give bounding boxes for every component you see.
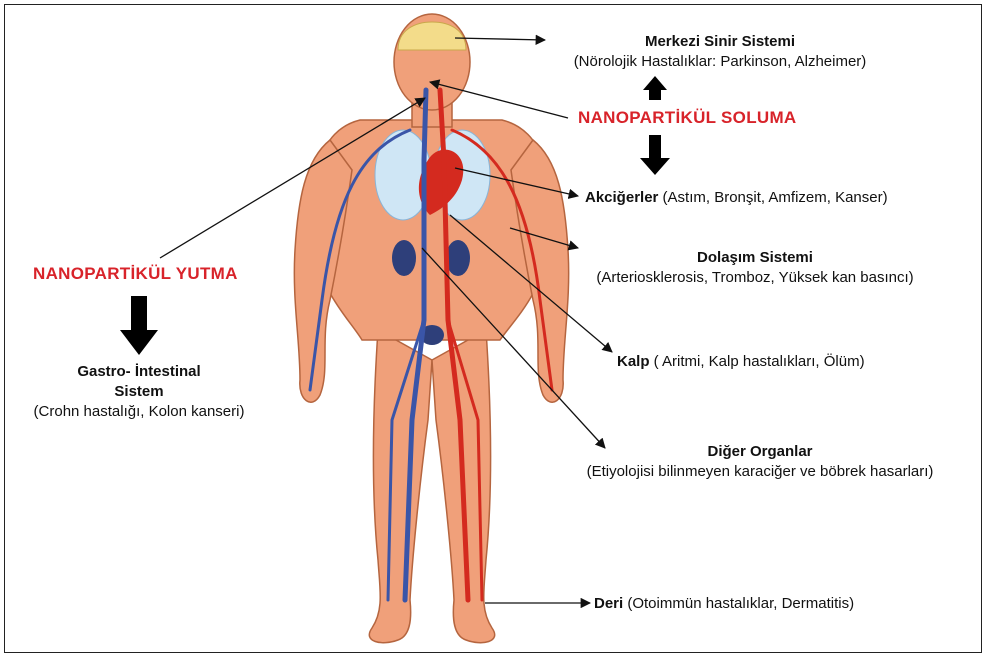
- torso: [318, 120, 545, 340]
- left-kidney: [392, 240, 416, 276]
- gi-title-line1: Gastro- İntestinal: [77, 363, 200, 380]
- circulation-title: Dolaşım Sistemi: [697, 249, 813, 266]
- skin-label: Deri (Otoimmün hastalıklar, Dermatitis): [594, 594, 854, 614]
- circulation-label: Dolaşım Sistemi (Arteriosklerosis, Tromb…: [555, 248, 955, 288]
- other-organs-title: Diğer Organlar: [707, 443, 812, 460]
- arrow-down-to-gi: [120, 296, 158, 355]
- other-organs-detail: (Etiyolojisi bilinmeyen karaciğer ve böb…: [587, 463, 934, 480]
- lungs-detail: (Astım, Bronşit, Amfizem, Kanser): [658, 189, 887, 206]
- cns-label: Merkezi Sinir Sistemi (Nörolojik Hastalı…: [520, 32, 920, 72]
- left-leg: [369, 330, 432, 643]
- lungs-label: Akciğerler (Astım, Bronşit, Amfizem, Kan…: [585, 188, 888, 208]
- gi-detail: (Crohn hastalığı, Kolon kanseri): [34, 403, 245, 420]
- cns-title: Merkezi Sinir Sistemi: [645, 33, 795, 50]
- skin-title: Deri: [594, 595, 623, 612]
- circulation-detail: (Arteriosklerosis, Tromboz, Yüksek kan b…: [596, 269, 913, 286]
- inhalation-label: NANOPARTİKÜL SOLUMA: [578, 108, 797, 128]
- heart-title: Kalp: [617, 353, 650, 370]
- cns-detail: (Nörolojik Hastalıklar: Parkinson, Alzhe…: [574, 53, 867, 70]
- gi-title-line2: Sistem: [114, 383, 163, 400]
- heart-detail: ( Aritmi, Kalp hastalıkları, Ölüm): [650, 353, 865, 370]
- right-kidney: [446, 240, 470, 276]
- other-organs-label: Diğer Organlar (Etiyolojisi bilinmeyen k…: [540, 442, 980, 482]
- skin-detail: (Otoimmün hastalıklar, Dermatitis): [623, 595, 854, 612]
- arrow-up-to-cns: [643, 76, 667, 100]
- lungs-title: Akciğerler: [585, 189, 658, 206]
- heart-label: Kalp ( Aritmi, Kalp hastalıkları, Ölüm): [617, 352, 865, 372]
- arrow-down-to-lungs: [640, 135, 670, 175]
- ingestion-label: NANOPARTİKÜL YUTMA: [33, 264, 238, 284]
- gi-label: Gastro- İntestinal Sistem (Crohn hastalı…: [0, 362, 278, 422]
